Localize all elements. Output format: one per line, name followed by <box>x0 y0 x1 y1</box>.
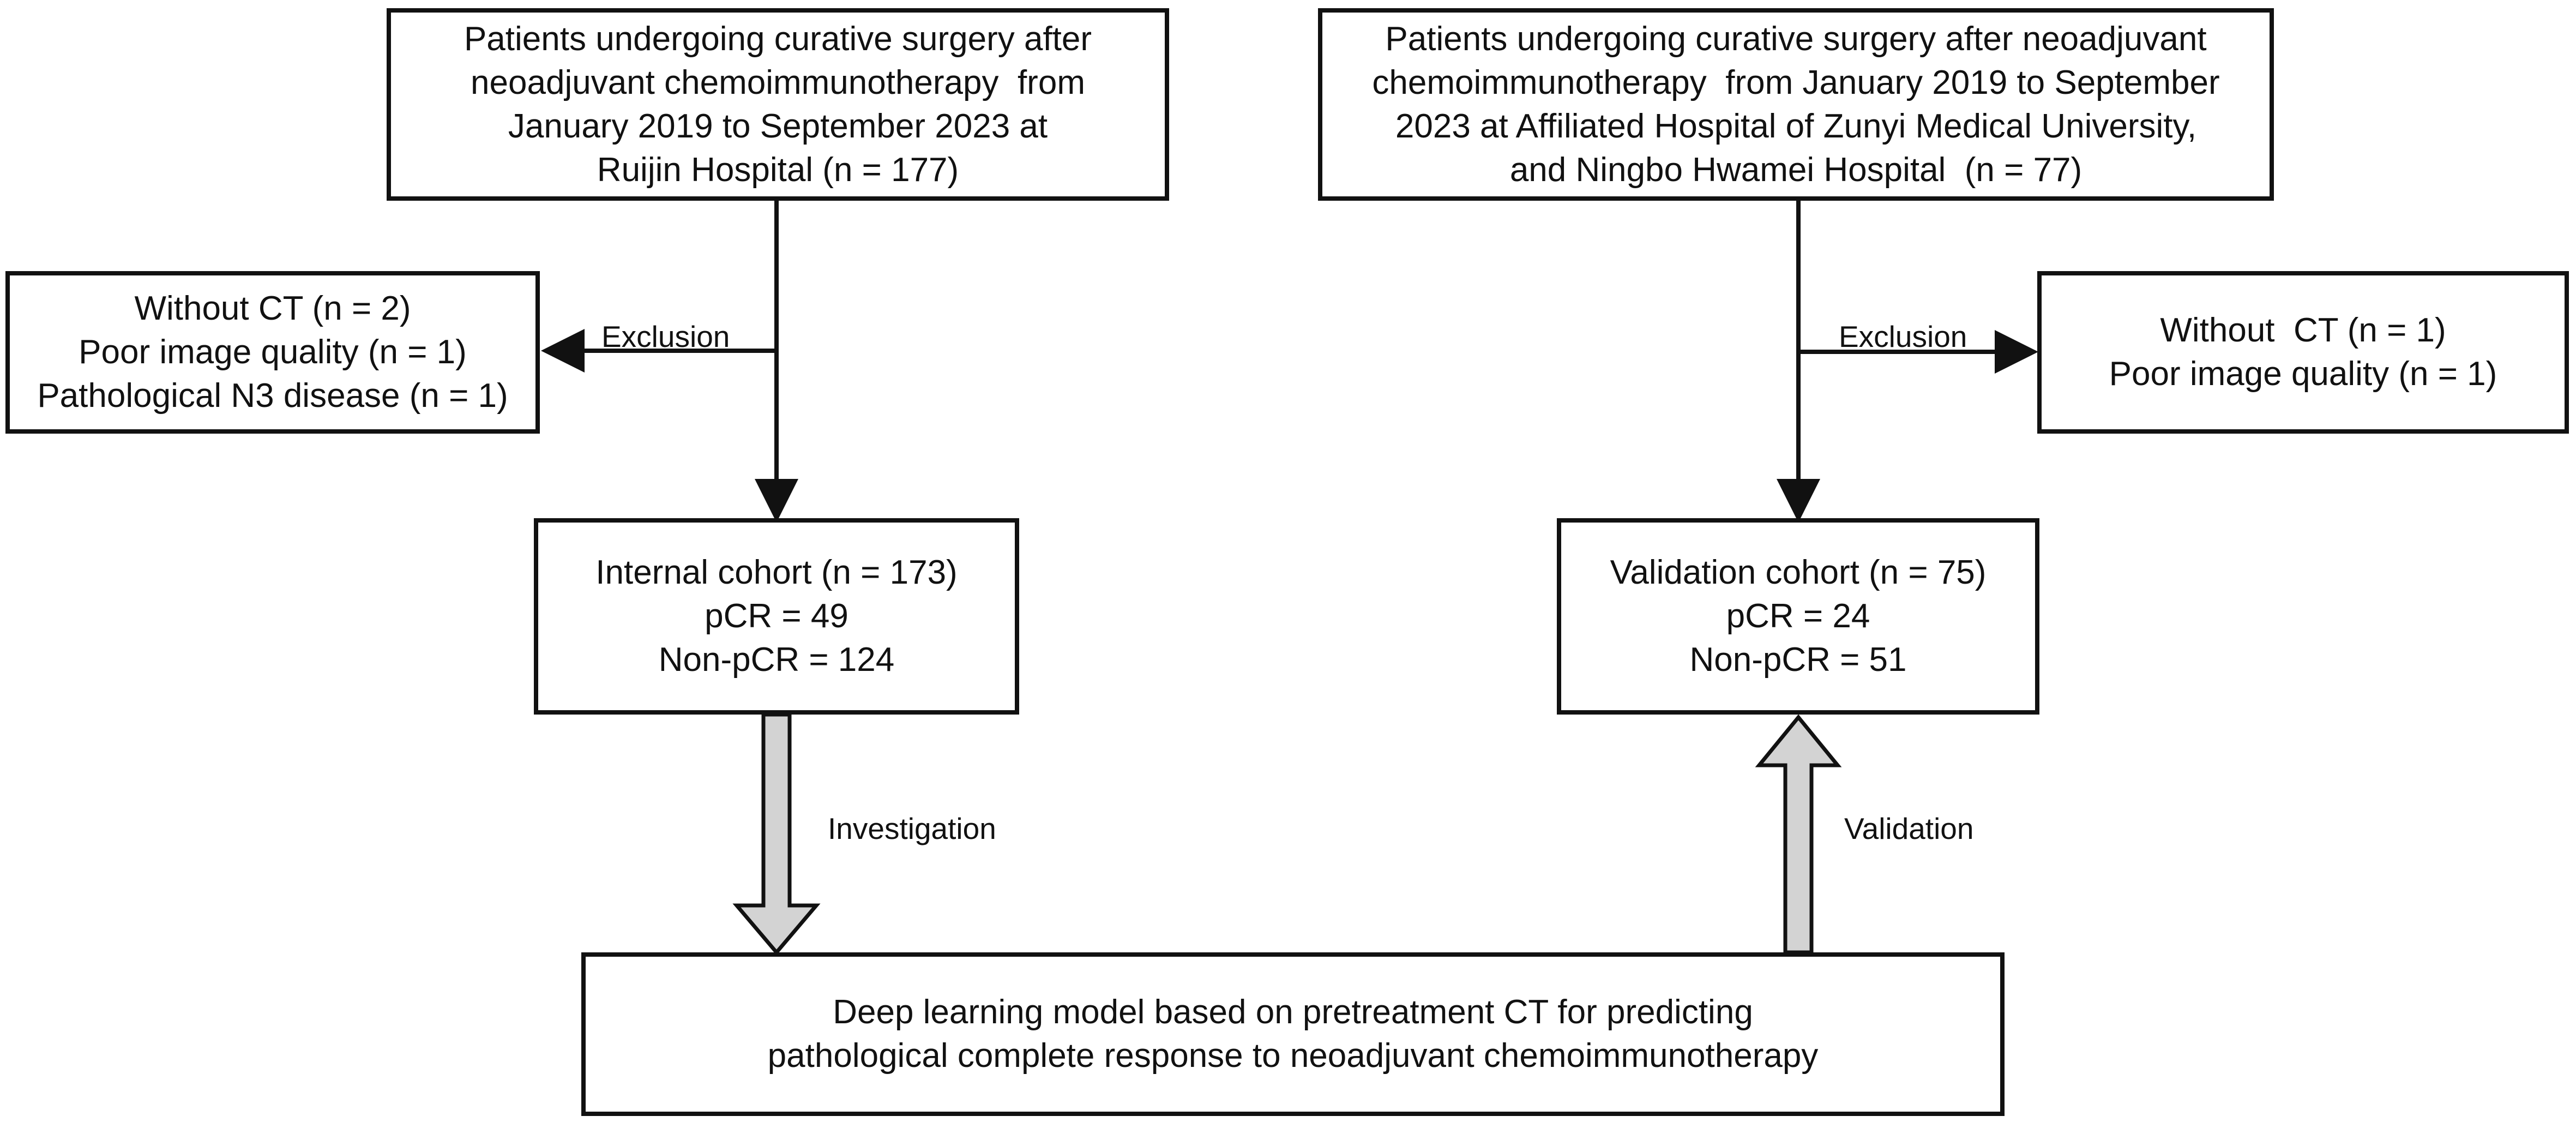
box-line: Patients undergoing curative surgery aft… <box>1385 20 2207 58</box>
right-exclusion-box: Without CT (n = 1) Poor image quality (n… <box>2037 271 2569 434</box>
investigation-block-arrow <box>732 712 821 956</box>
box-line: Ruijin Hospital (n = 177) <box>597 151 959 189</box>
validation-block-arrow <box>1755 714 1842 955</box>
box-line: Pathological N3 disease (n = 1) <box>37 377 508 415</box>
box-line: Poor image quality (n = 1) <box>79 333 467 371</box>
left-source-box: Patients undergoing curative surgery aft… <box>387 8 1169 201</box>
box-line: Poor image quality (n = 1) <box>2109 355 2497 393</box>
investigation-label: Investigation <box>828 812 996 845</box>
box-line: Non-pCR = 51 <box>1689 641 1907 679</box>
box-line: Without CT (n = 1) <box>2160 311 2446 349</box>
left-exclusion-label: Exclusion <box>601 320 730 353</box>
box-line: January 2019 to September 2023 at <box>508 107 1048 145</box>
box-line: and Ningbo Hwamei Hospital (n = 77) <box>1509 151 2083 189</box>
box-line: Validation cohort (n = 75) <box>1610 554 1987 591</box>
internal-cohort-box: Internal cohort (n = 173) pCR = 49 Non-p… <box>534 518 1019 715</box>
box-line: Internal cohort (n = 173) <box>595 554 958 591</box>
box-line: Without CT (n = 2) <box>134 290 411 327</box>
box-line: Patients undergoing curative surgery aft… <box>464 20 1092 58</box>
model-box: Deep learning model based on pretreatmen… <box>581 952 2005 1116</box>
left-exclusion-box: Without CT (n = 2) Poor image quality (n… <box>5 271 540 434</box>
box-line: pathological complete response to neoadj… <box>767 1037 1819 1075</box>
box-line: pCR = 24 <box>1726 597 1870 635</box>
right-exclusion-label: Exclusion <box>1839 320 1967 353</box>
validation-cohort-box: Validation cohort (n = 75) pCR = 24 Non-… <box>1557 518 2039 715</box>
box-line: pCR = 49 <box>705 597 848 635</box>
right-source-box: Patients undergoing curative surgery aft… <box>1318 8 2274 201</box>
box-line: chemoimmunotherapy from January 2019 to … <box>1372 63 2220 101</box>
box-line: neoadjuvant chemoimmunotherapy from <box>471 63 1085 101</box>
box-line: Non-pCR = 124 <box>658 641 895 679</box>
validation-label: Validation <box>1844 812 1974 845</box>
box-line: Deep learning model based on pretreatmen… <box>833 993 1753 1031</box>
box-line: 2023 at Affiliated Hospital of Zunyi Med… <box>1395 107 2197 145</box>
